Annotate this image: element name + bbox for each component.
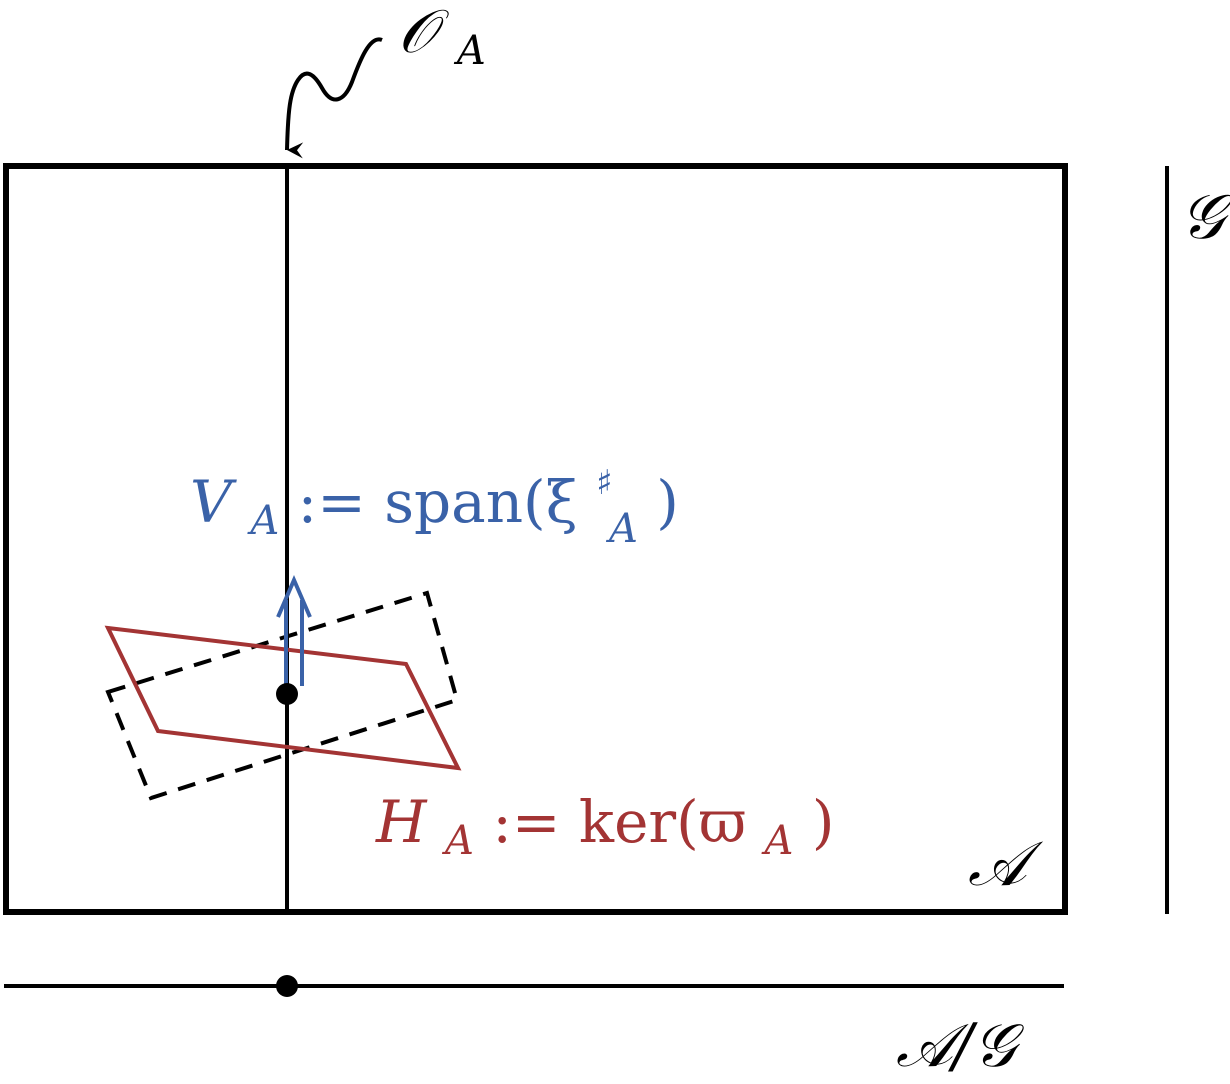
horizontal-subspace-plane [104,625,462,771]
projected-point [276,975,298,997]
dashed-complement-plane [105,590,460,801]
orbit-pointer-arrow [285,37,383,159]
vertical-vector-arrow [276,574,312,686]
horizontal-subspace-label: H A := ker(ϖ A ) [375,788,834,868]
vertical-subspace-label: V A := span(ξ ♯ A ) [190,440,679,556]
horizontal-label-sub2: A [761,818,794,864]
horizontal-label-sub: A [441,818,474,864]
orbit-label-sub: A [453,28,486,74]
horizontal-label-rest: := ker(ϖ [492,788,746,856]
orbit-label-main: 𝒪 [398,0,450,67]
vertical-label-sup: ♯ [596,463,612,503]
quotient-label: 𝒜/𝒢 [896,1011,1025,1081]
vertical-label-rest: := span(ξ [298,468,578,536]
orbit-label: 𝒪 A [398,0,486,74]
base-point [276,683,298,705]
horizontal-label-close: ) [812,788,835,856]
total-space-label: 𝒜 [968,827,1044,900]
horizontal-label-main: H [375,788,428,856]
vertical-label-sub2: A [605,506,638,552]
total-space-box [3,163,1068,915]
vertical-label-sub: A [246,498,279,544]
group-label: 𝒢 [1180,180,1230,253]
vertical-label-main: V [190,468,237,536]
vertical-label-close: ) [656,468,679,536]
